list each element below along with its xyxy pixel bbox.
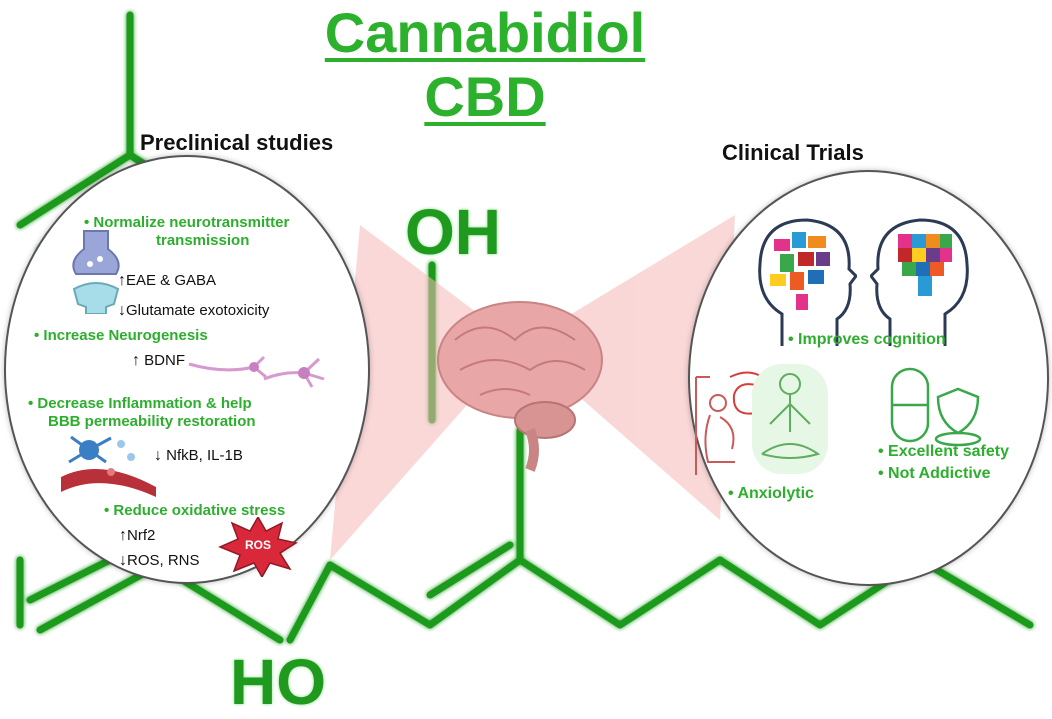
anxiolytic-item: Anxiolytic [728,484,813,504]
preclinical-circle: Normalize neurotransmitter transmission … [4,155,370,584]
ros-badge: ROS [218,517,298,577]
ros-badge-text: ROS [244,538,271,552]
projection-beams [330,215,735,560]
ho-group-label: HO [230,646,326,718]
safety-item: Excellent safety [878,442,1009,462]
not-addictive-item: Not Addictive [878,464,991,484]
neuron-icon [188,355,325,388]
inflammation-item-line1: Decrease Inflammation & help [28,395,251,413]
up-arrow-icon: ↑ [132,352,140,369]
eae-gaba-text: EAE & GABA [126,272,217,289]
head-cognition-right-icon [870,218,969,346]
glutamate-text: Glutamate exotoxicity [126,302,270,319]
nfkb-row: ↓ NfkB, IL-1B [154,447,243,465]
inflammation-item-line2: BBB permeability restoration [48,413,256,430]
eae-gaba-row: ↑EAE & GABA [118,272,216,290]
up-arrow-icon: ↑ [118,272,126,289]
normalize-item-line2: transmission [156,232,250,249]
down-arrow-icon: ↓ [154,447,162,464]
oxidative-stress-item: Reduce oxidative stress [104,502,285,520]
oh-group-label: OH [405,196,501,268]
nfkb-text: NfkB, IL-1B [166,447,243,464]
clinical-heading: Clinical Trials [722,140,864,165]
cognition-item: Improves cognition [788,330,946,350]
up-arrow-icon: ↑ [119,527,127,544]
down-arrow-icon: ↓ [119,552,127,569]
pill-shield-icon [890,367,982,447]
title-cannabidiol: Cannabidiol [324,1,646,64]
head-cognition-left-icon [758,218,857,346]
blood-vessel-inflammation-icon [61,435,156,497]
starburst-icon [218,517,298,577]
down-arrow-icon: ↓ [118,302,126,319]
glutamate-row: ↓Glutamate exotoxicity [118,302,269,320]
molecule-bonds [16,11,1034,644]
nrf2-text: Nrf2 [127,527,156,544]
brain-icon [437,301,603,472]
clinical-circle: Improves cognition Anxiolytic Excellent … [688,170,1049,586]
neurogenesis-item: Increase Neurogenesis [34,327,207,345]
nrf2-row: ↑Nrf2 [119,527,155,545]
ros-rns-row: ↓ROS, RNS [119,552,200,570]
title-cbd: CBD [424,65,546,128]
bdnf-row: ↑ BDNF [132,352,185,370]
calm-person-icon [752,364,828,474]
normalize-item-line1: Normalize neurotransmitter [84,214,374,232]
synapse-icon [72,230,120,314]
preclinical-heading: Preclinical studies [140,130,334,155]
ros-rns-text: ROS, RNS [127,552,200,569]
bdnf-text: BDNF [144,352,186,369]
